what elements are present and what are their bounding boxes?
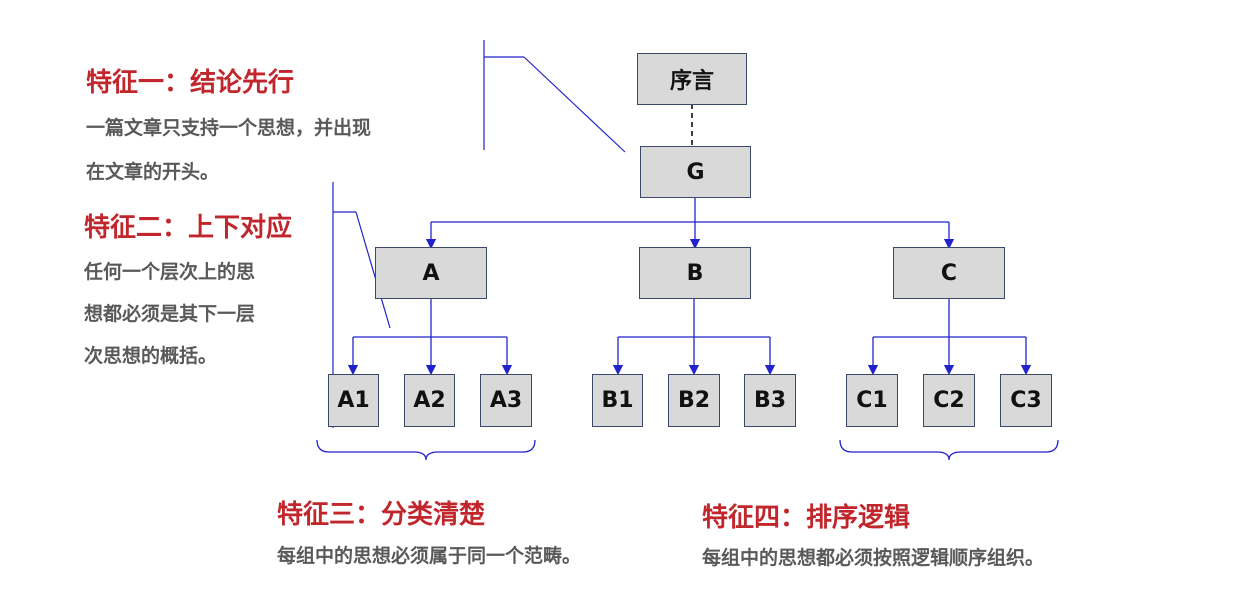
node-a3: A3 [480, 374, 532, 427]
feature-4-title: 特征四：排序逻辑 [702, 503, 911, 533]
connector-c-children [867, 299, 1032, 376]
feature-4-desc: 每组中的思想都必须按照逻辑顺序组织。 [702, 547, 1045, 569]
connector-g-children [425, 197, 955, 250]
node-b1: B1 [592, 374, 643, 427]
feature-3-desc: 每组中的思想必须属于同一个范畴。 [277, 545, 582, 567]
feature-1-desc-line-2: 在文章的开头。 [86, 161, 220, 183]
brace-c-group [839, 439, 1059, 461]
connector-b-children [612, 299, 776, 376]
feature-2-desc-line-2: 想都必须是其下一层 [84, 303, 256, 325]
brace-a-group [316, 439, 536, 461]
feature-3-title: 特征三：分类清楚 [277, 500, 486, 530]
node-a: A [375, 247, 487, 299]
node-preface: 序言 [637, 53, 747, 105]
node-g: G [640, 146, 751, 198]
feature-2-desc-line-3: 次思想的概括。 [84, 345, 218, 367]
node-c3: C3 [1000, 374, 1052, 427]
node-b3: B3 [744, 374, 796, 427]
feature-1-desc-line-1: 一篇文章只支持一个思想，并出现 [86, 117, 372, 139]
feature-1-title: 特征一：结论先行 [86, 68, 295, 98]
node-b2: B2 [668, 374, 720, 427]
feature-2-desc-line-1: 任何一个层次上的思 [84, 261, 256, 283]
node-b: B [639, 247, 751, 299]
node-c2: C2 [923, 374, 975, 427]
feature-2-title: 特征二：上下对应 [84, 213, 293, 243]
node-c1: C1 [846, 374, 898, 427]
connector-a-children [347, 299, 513, 376]
node-a1: A1 [328, 374, 379, 427]
callout-line-feature-1 [483, 40, 626, 153]
node-a2: A2 [404, 374, 455, 427]
node-c: C [893, 247, 1005, 299]
